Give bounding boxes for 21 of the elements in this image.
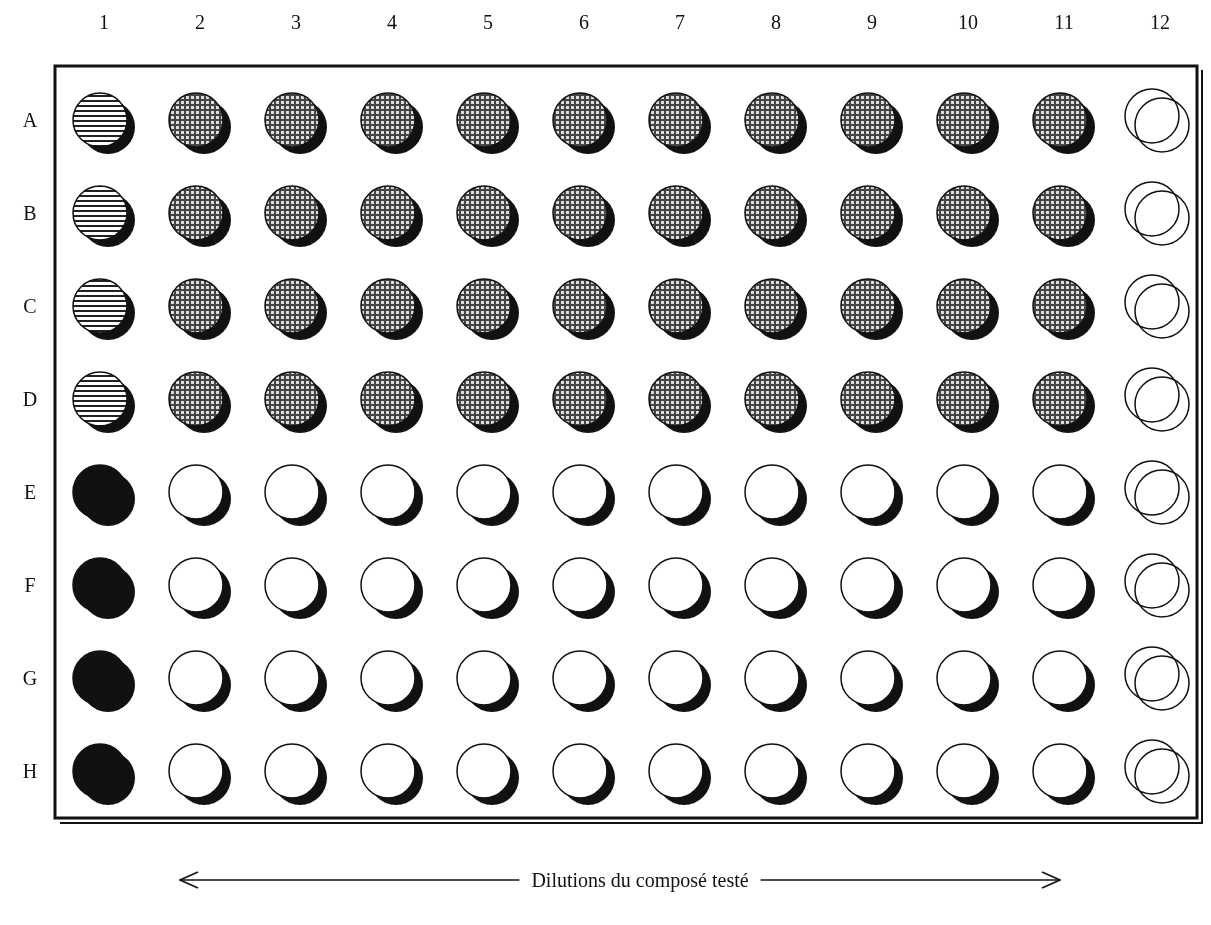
column-number: 10 — [958, 12, 978, 32]
column-number: 12 — [1150, 12, 1170, 32]
row-letter: H — [22, 761, 38, 781]
column-number: 3 — [291, 12, 301, 32]
row-letter: G — [22, 668, 38, 688]
column-number: 2 — [195, 12, 205, 32]
row-letter: A — [22, 110, 38, 130]
column-number: 6 — [579, 12, 589, 32]
column-number: 11 — [1054, 12, 1074, 32]
column-number: 9 — [867, 12, 877, 32]
column-number: 1 — [99, 12, 109, 32]
row-letter: C — [23, 296, 37, 316]
column-number: 8 — [771, 12, 781, 32]
column-number: 4 — [387, 12, 397, 32]
row-letter: E — [23, 482, 37, 502]
row-letter: F — [24, 575, 36, 595]
row-letter: B — [23, 203, 37, 223]
column-number: 5 — [483, 12, 493, 32]
row-letter: D — [22, 389, 38, 409]
axis-caption: Dilutions du composé testé — [531, 870, 749, 890]
column-number: 7 — [675, 12, 685, 32]
